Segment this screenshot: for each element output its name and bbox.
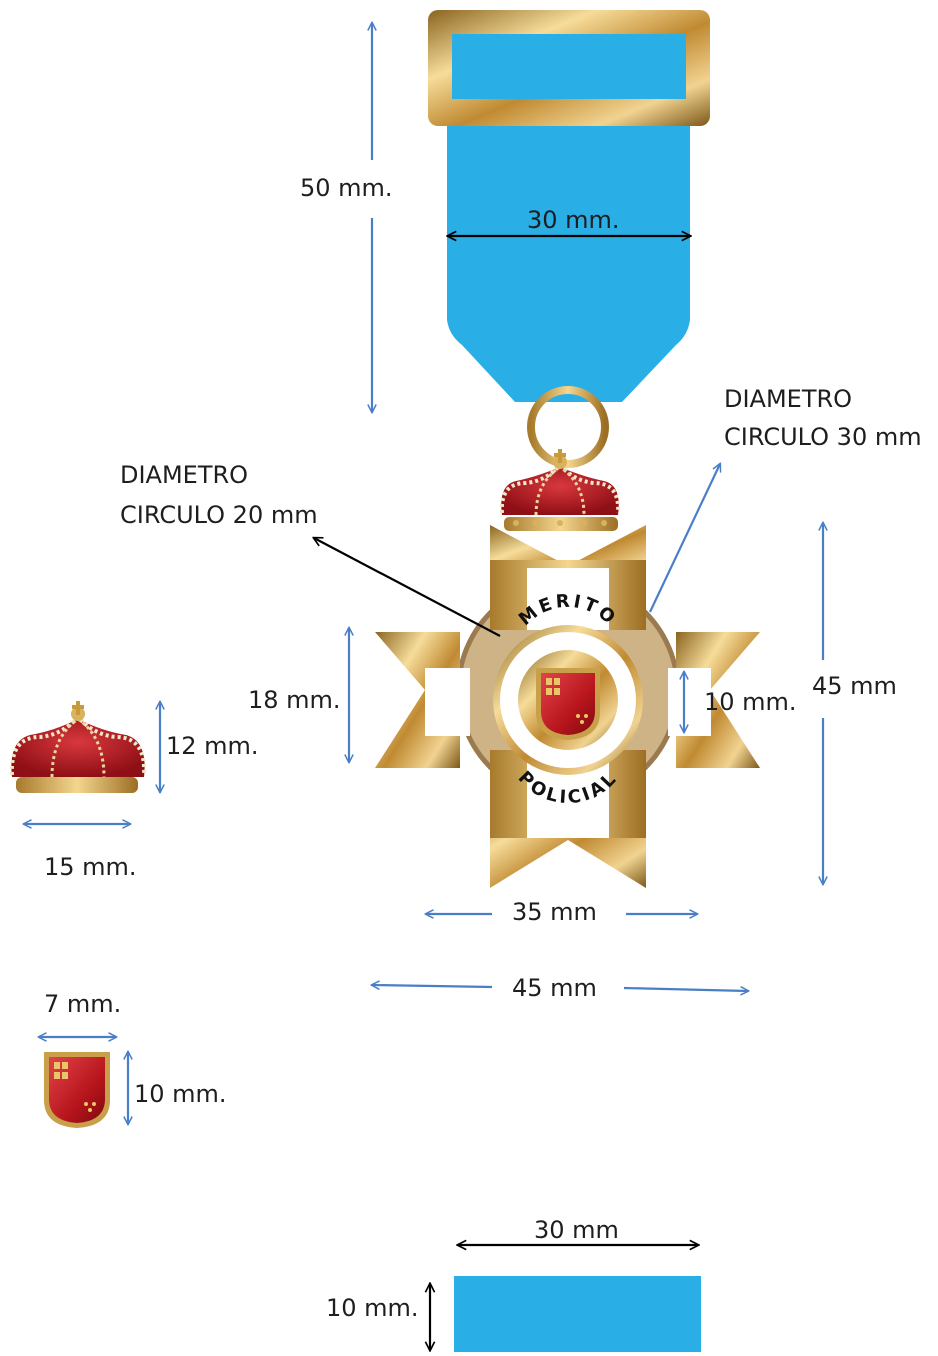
- label-cross-outer-width: 45 mm: [512, 974, 597, 1002]
- label-small-shield-height: 10 mm.: [134, 1080, 227, 1108]
- label-crown-height: 12 mm.: [166, 732, 259, 760]
- crown-icon: [499, 449, 621, 531]
- label-bar-height: 10 mm.: [326, 1294, 419, 1322]
- ribbon: [428, 10, 710, 402]
- label-cross-height: 45 mm: [812, 672, 897, 700]
- label-diameter-20-line2: CIRCULO 20 mm: [120, 501, 318, 529]
- label-arm-height: 18 mm.: [248, 686, 341, 714]
- label-diameter-30-line1: DIAMETRO: [724, 385, 853, 413]
- label-small-shield-width: 7 mm.: [44, 990, 122, 1018]
- dimension-arrows: [24, 23, 823, 1124]
- label-ribbon-height: 50 mm.: [300, 174, 393, 202]
- label-diameter-30-line2: CIRCULO 30 mm: [724, 423, 922, 451]
- measure-arrows-black: [314, 236, 698, 1350]
- cross-of-merit: MERITO POLICIAL: [375, 525, 760, 888]
- suspension-ring: [527, 386, 609, 468]
- small-shield-icon: [44, 1052, 110, 1128]
- label-bar-width: 30 mm: [534, 1216, 619, 1244]
- label-cross-inner-width: 35 mm: [512, 898, 597, 926]
- label-crown-width: 15 mm.: [44, 853, 137, 881]
- crown-small-icon: [9, 701, 147, 793]
- ribbon-bar: [454, 1276, 701, 1352]
- label-shield-height: 10 mm.: [704, 688, 797, 716]
- label-diameter-20-line1: DIAMETRO: [120, 461, 249, 489]
- label-ribbon-width: 30 mm.: [527, 206, 620, 234]
